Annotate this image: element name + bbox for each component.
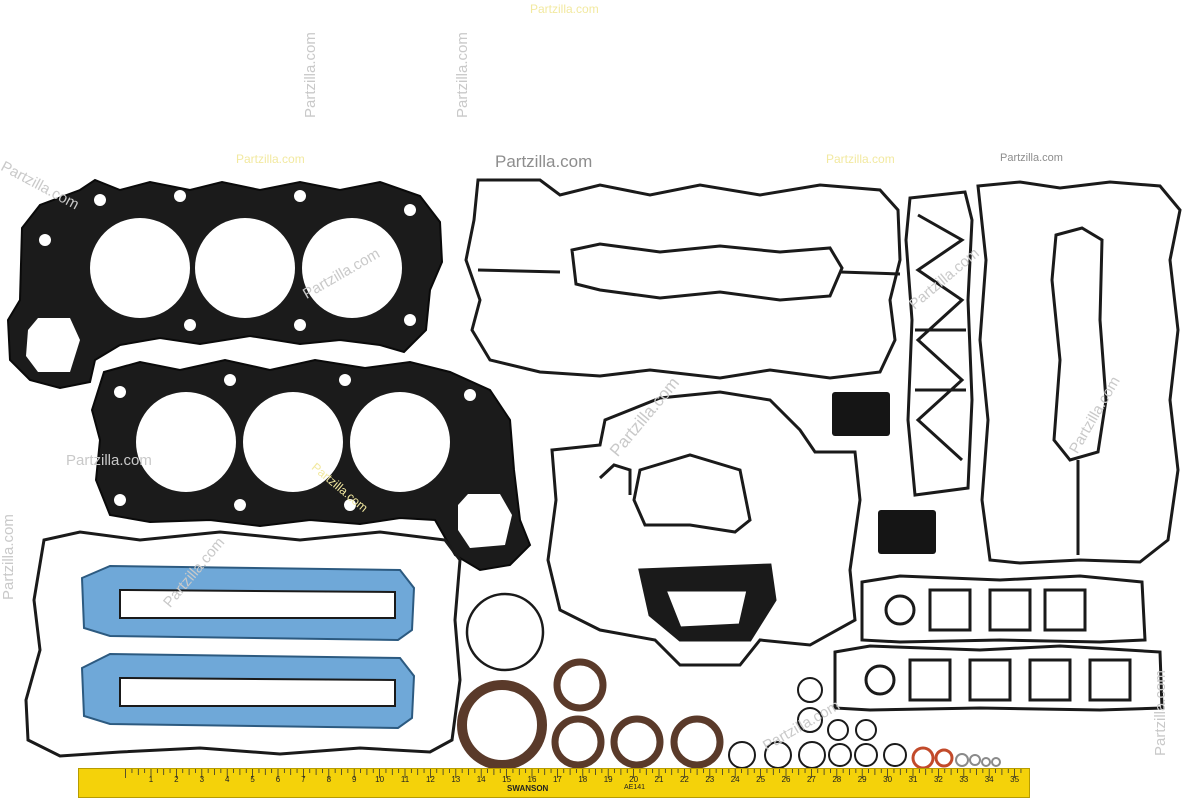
ruler-number: 28 [832, 775, 841, 784]
ruler-number: 7 [301, 775, 306, 784]
ruler-number: 5 [250, 775, 255, 784]
watermark: Partzilla.com [1000, 152, 1063, 164]
ruler-number: 3 [200, 775, 205, 784]
ruler-number: 32 [934, 775, 943, 784]
ruler-number: 16 [528, 775, 537, 784]
cam-cover-gasket [976, 180, 1182, 565]
ruler-number: 4 [225, 775, 230, 784]
exhaust-gasket-lower [833, 644, 1164, 712]
ruler-number: 13 [451, 775, 460, 784]
ruler-number: 8 [327, 775, 332, 784]
exhaust-gasket-upper [860, 574, 1147, 644]
ruler-number: 27 [807, 775, 816, 784]
ruler-number: 6 [276, 775, 281, 784]
watermark: Partzilla.com [530, 2, 599, 16]
small-washers [955, 753, 1001, 767]
watermark: Partzilla.com [1152, 670, 1169, 756]
oil-pan-gasket [24, 530, 462, 758]
ruler-number: 20 [629, 775, 638, 784]
ruler-number: 21 [655, 775, 664, 784]
ruler-number: 31 [909, 775, 918, 784]
watermark: Partzilla.com [236, 152, 305, 166]
watermark: Partzilla.com [66, 452, 152, 469]
ruler-number: 19 [604, 775, 613, 784]
blue-gasket-upper [80, 564, 416, 642]
rubber-block-upper [832, 392, 890, 436]
ruler-brand: SWANSON [507, 784, 549, 793]
ruler-number: 14 [477, 775, 486, 784]
ruler-number: 35 [1010, 775, 1019, 784]
ruler-number: 2 [174, 775, 179, 784]
ruler-code: AE141 [624, 784, 646, 791]
ruler-number: 15 [502, 775, 511, 784]
oil-seal-4 [670, 715, 724, 769]
ruler-number: 26 [782, 775, 791, 784]
ruler-number: 24 [731, 775, 740, 784]
base-gasket [546, 390, 862, 667]
large-o-ring [465, 592, 545, 672]
watermark: Partzilla.com [454, 32, 471, 118]
cylinder-head-gasket-lower [90, 358, 532, 572]
oil-seal-1 [553, 658, 607, 712]
ruler-number: 25 [756, 775, 765, 784]
crankshaft-seal-large [457, 680, 547, 770]
oil-seal-2 [551, 715, 605, 769]
copper-washers [911, 746, 954, 770]
oil-seal-3 [610, 715, 664, 769]
ruler-number: 29 [858, 775, 867, 784]
ruler-number: 1 [149, 775, 154, 784]
ruler-number: 12 [426, 775, 435, 784]
ruler-number: 22 [680, 775, 689, 784]
ruler-number: 34 [985, 775, 994, 784]
watermark: Partzilla.com [0, 514, 17, 600]
watermark: Partzilla.com [826, 152, 895, 166]
ruler-number: 17 [553, 775, 562, 784]
watermark: Partzilla.com [495, 152, 593, 171]
ruler-number: 33 [959, 775, 968, 784]
cylinder-head-gasket-upper [6, 178, 444, 390]
blue-gasket-lower [80, 652, 416, 730]
ruler-number: 18 [578, 775, 587, 784]
ruler-number: 23 [705, 775, 714, 784]
watermark: Partzilla.com [302, 32, 319, 118]
ruler-number: 9 [352, 775, 357, 784]
ruler-number: 11 [401, 775, 410, 784]
valve-cover-gasket [464, 178, 902, 380]
ruler-number: 10 [375, 775, 384, 784]
ruler-number: 30 [883, 775, 892, 784]
rubber-block-lower [878, 510, 936, 554]
tall-narrow-gasket [904, 190, 974, 497]
